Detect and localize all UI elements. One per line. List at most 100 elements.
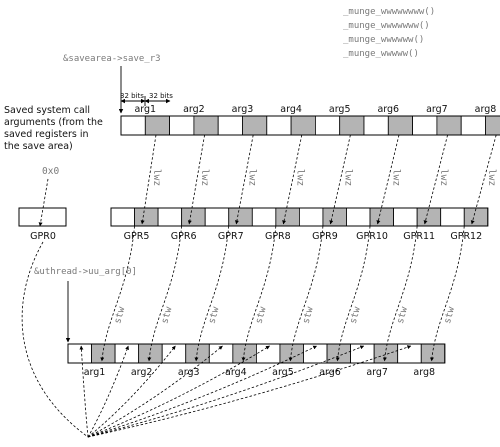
fan-arrow — [87, 345, 129, 438]
gpr-label: GPR8 — [265, 231, 291, 242]
saved-arg-slot — [169, 115, 219, 136]
munge-function-4: _munge_wwwww() — [343, 49, 419, 59]
caption-line-4: the save area) — [4, 141, 73, 152]
stw-op-label: stw — [112, 305, 127, 325]
stw-op-label: stw — [442, 305, 457, 325]
fan-arrow — [87, 345, 270, 438]
lwz-arrow — [234, 134, 254, 225]
uu-arg-slot — [255, 343, 304, 364]
stw-op-label: stw — [206, 305, 221, 325]
bits-label-high: 32 bits — [120, 92, 144, 100]
fan-source-curve — [21, 241, 89, 438]
gpr-slot — [251, 207, 300, 227]
saved-arg-label: arg7 — [426, 104, 448, 115]
uu-arg-slot — [397, 343, 446, 364]
saved-arg-label: arg3 — [232, 104, 254, 115]
saved-args-frame — [120, 115, 500, 136]
stw-arrow — [147, 225, 183, 362]
lwz-op-label: lwz — [247, 169, 258, 186]
stw-arrow — [382, 225, 418, 362]
gpr-label: GPR12 — [450, 231, 482, 242]
gpr-label: GPR7 — [218, 231, 244, 242]
saved-arg-slot — [314, 115, 365, 136]
bits-annotation: 32 bits 32 bits — [120, 92, 173, 106]
saved-arg-label: arg4 — [280, 104, 302, 115]
lwz-arrow — [140, 134, 157, 225]
fan-arrow — [87, 345, 223, 438]
bits-label-low: 32 bits — [149, 92, 173, 100]
gpr-slot — [346, 207, 394, 227]
uu-arg-label: arg2 — [131, 367, 153, 378]
lwz-op-label: lwz — [390, 169, 401, 186]
saved-arg-slot — [217, 115, 268, 136]
fan-arrow — [87, 345, 365, 438]
gpr-slot — [204, 207, 253, 227]
saved-arg-label: arg6 — [377, 104, 399, 115]
pointer-save-label: &savearea->save_r3 — [63, 54, 161, 64]
lwz-arrow — [282, 134, 303, 225]
stw-op-label: stw — [395, 305, 410, 325]
uu-arg-slot — [67, 343, 116, 364]
munge-function-2: _munge_wwwwwww() — [343, 21, 430, 31]
caption-line-3: saved registers in — [4, 129, 89, 140]
saved-arg-slot — [460, 115, 500, 136]
saved-arg-label: arg8 — [475, 104, 497, 115]
uu-arg-label: arg7 — [366, 367, 388, 378]
lwz-arrow — [423, 134, 448, 225]
lwz-op-label: lwz — [486, 169, 497, 186]
stw-arrow — [288, 225, 324, 362]
stw-arrow — [194, 225, 230, 362]
gpr-label: GPR6 — [171, 231, 197, 242]
saved-arg-slot — [266, 115, 316, 136]
munge-function-3: _munge_wwwwww() — [343, 35, 424, 45]
uu-arg-label: arg1 — [84, 367, 106, 378]
lwz-arrow — [376, 134, 400, 225]
stw-op-label: stw — [254, 305, 269, 325]
gpr-label: GPR9 — [312, 231, 338, 242]
saved-arg-slot — [412, 115, 462, 136]
uu-arg-slot — [303, 343, 351, 364]
saved-arg-slot — [363, 115, 413, 136]
lwz-op-label: lwz — [199, 169, 210, 186]
gpr-slot — [440, 207, 489, 227]
gpr0-label: GPR0 — [30, 231, 56, 242]
lwz-op-label: lwz — [151, 169, 162, 186]
gpr-slot — [157, 207, 206, 227]
stw-op-label: stw — [301, 305, 316, 325]
gpr-label: GPR11 — [403, 231, 435, 242]
pointer-uthread-label: &uthread->uu_arg[0] — [34, 267, 137, 277]
stw-op-label: stw — [159, 305, 174, 325]
gpr0-load-arrow — [38, 178, 49, 227]
uu-arg-frame — [67, 343, 446, 364]
munge-function-list: _munge_wwwwwwww() _munge_wwwwwww() _mung… — [343, 7, 435, 59]
gpr0-value: 0x0 — [42, 166, 59, 177]
lwz-arrow — [187, 134, 205, 225]
saved-arg-label: arg5 — [329, 104, 351, 115]
saved-args-caption: Saved system call arguments (from the sa… — [4, 105, 103, 152]
fan-arrow — [87, 345, 176, 438]
caption-line-1: Saved system call — [4, 105, 90, 116]
uu-arg-label: arg8 — [413, 367, 435, 378]
uu-arg-slot — [208, 343, 257, 364]
uu-arg-slot — [114, 343, 163, 364]
lwz-op-label: lwz — [295, 169, 306, 186]
stw-arrows: stw stw stw stw stw stw stw stw — [100, 225, 465, 362]
saved-arg-label: arg1 — [134, 104, 156, 115]
lwz-arrow — [329, 134, 351, 225]
fan-arrow — [79, 345, 89, 438]
gpr0-box — [18, 207, 67, 227]
stw-op-label: stw — [348, 305, 363, 325]
gpr-slot — [110, 207, 159, 227]
uu-arg-label: arg6 — [319, 367, 341, 378]
gpr-frame — [110, 207, 489, 227]
fan-arrows — [21, 241, 412, 438]
munge-function-1: _munge_wwwwwwww() — [343, 7, 435, 17]
stw-arrow — [335, 225, 371, 362]
uu-arg-label: arg3 — [178, 367, 200, 378]
gpr-label: GPR5 — [124, 231, 150, 242]
